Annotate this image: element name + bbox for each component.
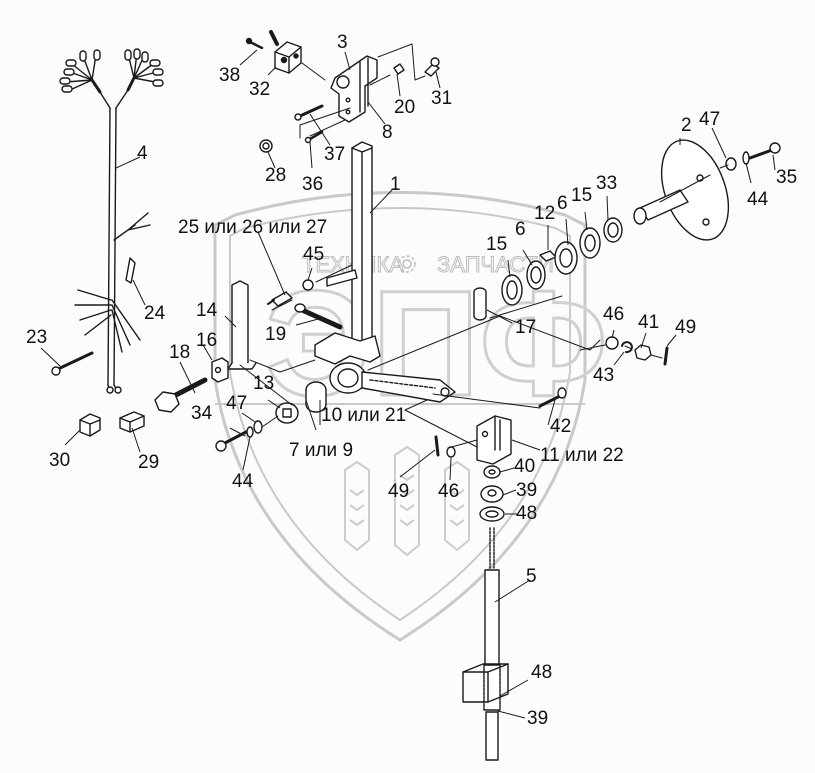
- callout-49-lower: 49: [388, 481, 410, 502]
- callout-29: 29: [138, 452, 160, 473]
- part-4-wiring-harness: [59, 48, 164, 394]
- callout-48-lower: 48: [531, 662, 553, 683]
- callout-44-lower: 44: [232, 471, 254, 492]
- part-16-bracket: [211, 357, 229, 383]
- part-42-pin: [538, 387, 567, 408]
- callout-16: 16: [196, 330, 218, 351]
- callout-3: 3: [337, 32, 348, 53]
- callout-15-front: 15: [486, 234, 508, 255]
- callout-46-right: 46: [603, 304, 625, 325]
- callout-38: 38: [219, 65, 241, 86]
- part-43-lock-washer: [621, 341, 633, 354]
- callout-15-rear: 15: [571, 185, 593, 206]
- part-30-block: [79, 413, 101, 437]
- callout-40: 40: [514, 456, 536, 477]
- callout-10-or-21: 10 или 21: [321, 405, 407, 426]
- callout-35: 35: [776, 167, 798, 188]
- part-2-disc: [633, 139, 730, 241]
- callout-6-front: 6: [515, 219, 526, 240]
- part-10-lever-arm: [314, 332, 456, 403]
- part-13-washer: [275, 402, 299, 424]
- part-3-bracket: [330, 55, 378, 123]
- part-6-washer-front: [526, 260, 546, 290]
- callout-2: 2: [681, 115, 692, 136]
- callout-30: 30: [49, 450, 71, 471]
- callout-4: 4: [137, 143, 148, 164]
- callout-31: 31: [431, 88, 453, 109]
- part-17-pin: [473, 287, 487, 321]
- part-25-sensor: [267, 291, 293, 307]
- callout-32: 32: [249, 79, 271, 100]
- part-39-nut-upper: [480, 485, 504, 503]
- callout-46-lower: 46: [438, 481, 460, 502]
- callout-20: 20: [394, 97, 416, 118]
- callout-24: 24: [144, 303, 166, 324]
- part-14-plate: [227, 280, 257, 370]
- part-24-terminal: [125, 257, 136, 284]
- callout-23: 23: [26, 327, 48, 348]
- callout-41: 41: [638, 312, 660, 333]
- part-40-nut: [483, 465, 501, 479]
- part-18-bolt: [154, 377, 208, 413]
- callout-44-upper: 44: [747, 189, 769, 210]
- callout-7-or-9: 7 или 9: [289, 440, 354, 461]
- part-38-screw: [245, 37, 264, 50]
- part-34-bolt: [215, 430, 248, 452]
- callout-1: 1: [390, 174, 401, 195]
- callout-12: 12: [534, 203, 556, 224]
- watermark-wheat: [344, 445, 470, 557]
- callout-39-lower: 39: [527, 708, 549, 729]
- callout-18: 18: [169, 342, 191, 363]
- part-20-plate: [393, 63, 405, 75]
- part-33-washer: [603, 217, 623, 243]
- callout-14: 14: [196, 300, 218, 321]
- callout-42: 42: [550, 416, 572, 437]
- callout-48-upper: 48: [516, 503, 538, 524]
- callout-39-upper: 39: [516, 480, 538, 501]
- part-49-cotter-pin-lower: [434, 435, 440, 457]
- callout-19: 19: [265, 324, 287, 345]
- part-6-washer-rear: [554, 241, 578, 275]
- part-23-bolt: [51, 351, 94, 376]
- part-36-screw: [304, 130, 324, 144]
- callout-34: 34: [191, 403, 213, 424]
- callout-11-or-22: 11 или 22: [540, 445, 624, 466]
- callout-25-26-27: 25 или 26 или 27: [178, 217, 328, 238]
- callout-47-upper: 47: [699, 109, 721, 130]
- part-49-cotter-pin-right: [663, 346, 669, 366]
- part-15-washer-rear: [579, 227, 601, 259]
- callout-8: 8: [382, 122, 393, 143]
- part-35-bolt: [748, 142, 781, 160]
- part-48-box-lower: [462, 663, 509, 703]
- callout-5: 5: [526, 566, 537, 587]
- callout-36: 36: [302, 174, 324, 195]
- callout-49-right: 49: [675, 317, 697, 338]
- part-32-switch: [269, 30, 302, 74]
- part-5-rod: [483, 527, 501, 761]
- part-15-washer-front: [501, 274, 523, 306]
- part-37-bolt: [294, 104, 324, 121]
- callout-17: 17: [515, 317, 537, 338]
- callout-37: 37: [324, 144, 346, 165]
- part-11-fork: [476, 415, 512, 465]
- callout-6-rear: 6: [557, 193, 568, 214]
- part-47-washer-upper: [725, 157, 737, 171]
- part-28-nut: [259, 139, 273, 153]
- callout-28: 28: [265, 165, 287, 186]
- gear-icon: [398, 255, 416, 273]
- assembly-lines: [239, 164, 729, 449]
- leader-lines-top-bracket: [299, 43, 426, 139]
- callout-43: 43: [593, 365, 615, 386]
- part-29-block: [119, 411, 145, 433]
- callout-47-lower: 47: [226, 393, 248, 414]
- part-31-connector: [424, 57, 440, 77]
- part-48-washer-upper: [479, 506, 505, 522]
- part-7-bushing: [305, 381, 327, 413]
- callout-45: 45: [303, 244, 325, 265]
- watermark-shield: [213, 191, 587, 642]
- callout-33: 33: [596, 173, 618, 194]
- callout-13: 13: [253, 373, 275, 394]
